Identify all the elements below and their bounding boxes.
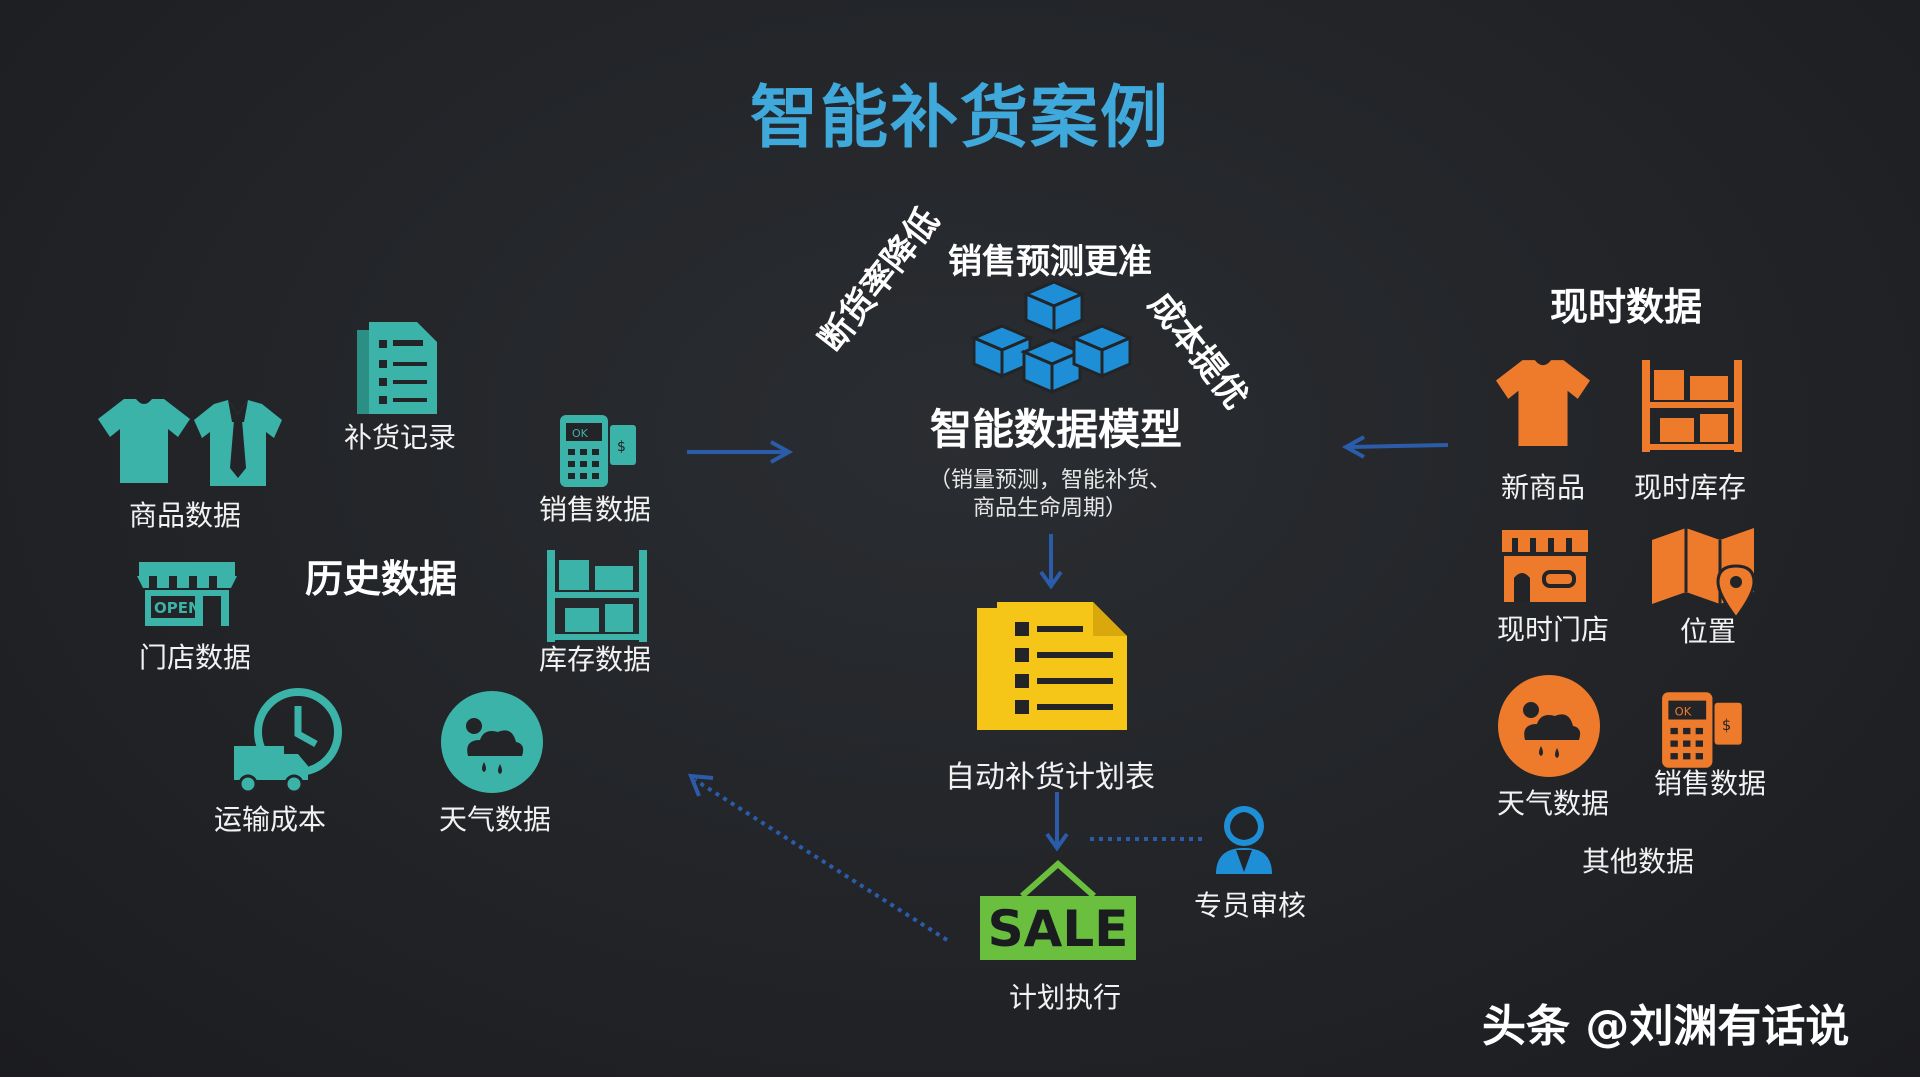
inventory-data-label: 库存数据 <box>538 643 651 676</box>
svg-text:$: $ <box>617 439 626 455</box>
current-sales-label: 销售数据 <box>1653 767 1766 800</box>
new-goods-label: 新商品 <box>1500 471 1585 504</box>
weather-cloud-icon-current <box>1498 675 1600 777</box>
model-desc-line1: （销量预测，智能补货、 <box>928 468 1171 493</box>
history-weather-label: 天气数据 <box>438 803 551 836</box>
sales-data-label: 销售数据 <box>538 493 651 526</box>
review-dotted-line <box>1090 837 1206 841</box>
tshirt-icon <box>98 399 190 483</box>
truck-clock-icon <box>234 688 342 794</box>
person-icon <box>1216 806 1272 874</box>
current-store-label: 现时门店 <box>1496 613 1609 646</box>
pos-terminal-icon-current: OK $ <box>1662 692 1742 768</box>
transport-cost-label: 运输成本 <box>213 803 326 836</box>
page-title: 智能补货案例 <box>749 79 1170 158</box>
review-label: 专员审核 <box>1193 889 1306 922</box>
history-to-model-arrow <box>687 440 794 464</box>
shelf-icon-current <box>1642 360 1742 452</box>
shirt-tie-icon <box>194 400 282 486</box>
map-pin-icon <box>1652 528 1756 618</box>
store-data-label: 门店数据 <box>138 641 251 674</box>
plan-to-execute-arrow <box>1045 792 1069 852</box>
feedback-dotted-arrow <box>687 773 949 942</box>
plan-label: 自动补货计划表 <box>945 760 1155 795</box>
other-data-label: 其他数据 <box>1581 845 1694 878</box>
current-to-model-arrow <box>1341 435 1449 459</box>
goods-data-label: 商品数据 <box>128 499 241 532</box>
tshirt-icon-current <box>1495 360 1591 446</box>
model-desc-line2: 商品生命周期） <box>972 496 1127 521</box>
restock-record-label: 补货记录 <box>343 421 456 454</box>
location-label: 位置 <box>1679 615 1736 648</box>
sale-sign-icon: SALE <box>980 860 1136 960</box>
model-to-plan-arrow <box>1039 534 1063 590</box>
current-inventory-label: 现时库存 <box>1633 471 1746 504</box>
svg-text:$: $ <box>1722 717 1731 734</box>
model-left-label: 断货率降低 <box>811 200 948 360</box>
weather-cloud-icon <box>441 691 543 793</box>
sale-sign-text: SALE <box>988 900 1129 958</box>
svg-text:OK: OK <box>1675 704 1692 718</box>
current-weather-label: 天气数据 <box>1496 787 1609 820</box>
document-list-icon <box>357 322 437 414</box>
model-top-label: 销售预测更准 <box>948 242 1152 282</box>
svg-text:OPEN: OPEN <box>154 599 201 617</box>
svg-text:OK: OK <box>572 427 589 440</box>
watermark: 头条 @刘渊有话说 <box>1482 1001 1850 1052</box>
shelf-icon <box>547 550 647 642</box>
history-data-heading: 历史数据 <box>305 557 458 601</box>
pos-terminal-icon: OK $ <box>560 415 636 487</box>
store-icon-current <box>1502 530 1588 602</box>
execute-label: 计划执行 <box>1008 981 1121 1014</box>
cubes-icon <box>970 280 1134 395</box>
store-open-icon: OPEN <box>137 562 237 626</box>
current-data-heading: 现时数据 <box>1550 285 1703 329</box>
model-name: 智能数据模型 <box>930 405 1183 454</box>
plan-document-icon <box>977 602 1127 730</box>
